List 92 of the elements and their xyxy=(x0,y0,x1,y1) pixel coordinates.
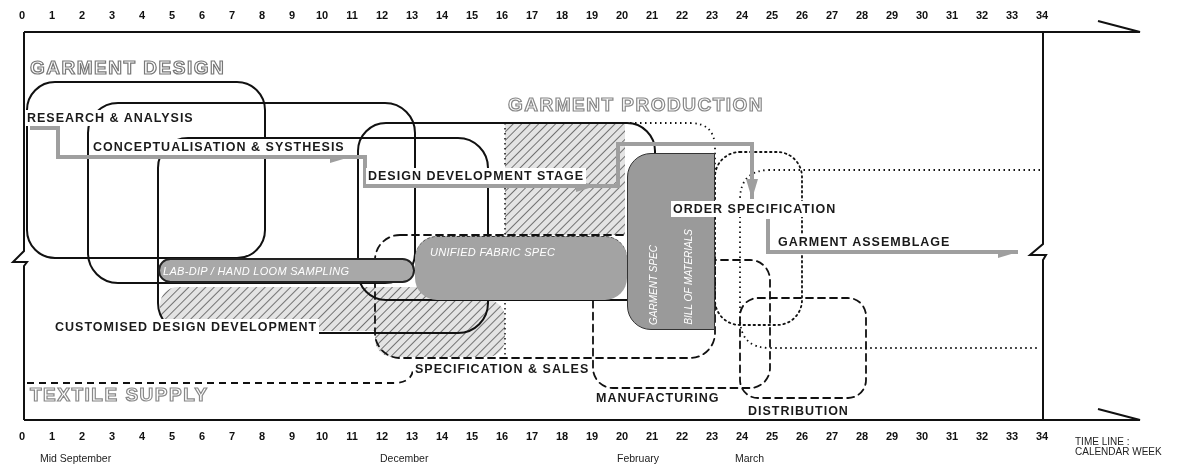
week-number: 33 xyxy=(1004,9,1020,21)
week-number: 5 xyxy=(167,430,177,442)
flow-arrow xyxy=(350,155,596,192)
week-number: 6 xyxy=(197,9,207,21)
week-number: 19 xyxy=(584,430,600,442)
week-number: 24 xyxy=(734,9,750,21)
week-number: 13 xyxy=(404,9,420,21)
flow-arrow xyxy=(596,142,758,199)
flow-arrow xyxy=(766,219,1018,258)
week-number: 29 xyxy=(884,9,900,21)
month-label: Mid September xyxy=(40,452,112,464)
week-number: 1 xyxy=(47,9,57,21)
week-number: 14 xyxy=(434,9,450,21)
week-number: 16 xyxy=(494,9,510,21)
axis-title: TIME LINE : CALENDAR WEEK xyxy=(1075,437,1163,457)
week-number: 17 xyxy=(524,430,540,442)
section-heading: TEXTILE SUPPLY xyxy=(30,384,209,406)
week-number: 4 xyxy=(137,9,147,21)
week-number: 34 xyxy=(1034,9,1050,21)
week-number: 10 xyxy=(314,430,330,442)
week-number: 21 xyxy=(644,9,660,21)
week-number: 11 xyxy=(345,430,359,442)
week-number: 29 xyxy=(884,430,900,442)
week-number: 22 xyxy=(674,9,690,21)
week-number: 24 xyxy=(734,430,750,442)
week-number: 31 xyxy=(944,430,960,442)
week-number: 6 xyxy=(197,430,207,442)
week-number: 15 xyxy=(464,430,480,442)
week-number: 4 xyxy=(137,430,147,442)
week-number: 9 xyxy=(287,430,297,442)
week-number: 8 xyxy=(257,430,267,442)
week-number: 26 xyxy=(794,9,810,21)
week-number: 32 xyxy=(974,9,990,21)
week-number: 23 xyxy=(704,9,720,21)
week-number: 27 xyxy=(824,430,840,442)
week-number: 0 xyxy=(17,430,27,442)
week-number: 20 xyxy=(614,430,630,442)
box-label: LAB-DIP / HAND LOOM SAMPLING xyxy=(163,264,350,277)
stage-label: DESIGN DEVELOPMENT STAGE xyxy=(366,168,587,184)
week-number: 2 xyxy=(77,430,87,442)
week-number: 14 xyxy=(434,430,450,442)
week-number: 3 xyxy=(107,430,117,442)
week-number: 3 xyxy=(107,9,117,21)
month-label: December xyxy=(380,452,429,464)
week-number: 16 xyxy=(494,430,510,442)
week-number: 19 xyxy=(584,9,600,21)
week-number: 11 xyxy=(345,9,359,21)
week-number: 18 xyxy=(554,9,570,21)
week-number: 31 xyxy=(944,9,960,21)
week-number: 21 xyxy=(644,430,660,442)
week-number: 28 xyxy=(854,430,870,442)
section-heading: GARMENT DESIGN xyxy=(30,57,226,79)
week-number: 32 xyxy=(974,430,990,442)
week-number: 17 xyxy=(524,9,540,21)
week-number: 30 xyxy=(914,9,930,21)
box-label: UNIFIED FABRIC SPEC xyxy=(430,246,556,258)
week-number: 7 xyxy=(227,430,237,442)
month-label: February xyxy=(617,452,659,464)
week-number: 33 xyxy=(1004,430,1020,442)
box-label: GARMENT SPEC xyxy=(648,245,659,325)
week-number: 22 xyxy=(674,430,690,442)
week-number: 27 xyxy=(824,9,840,21)
week-number: 5 xyxy=(167,9,177,21)
week-number: 28 xyxy=(854,9,870,21)
week-number: 7 xyxy=(227,9,237,21)
week-number: 0 xyxy=(17,9,27,21)
stage-label: RESEARCH & ANALYSIS xyxy=(25,110,196,126)
stage-label: CUSTOMISED DESIGN DEVELOPMENT xyxy=(53,319,320,335)
week-number: 30 xyxy=(914,430,930,442)
month-label: March xyxy=(735,452,765,464)
week-number: 2 xyxy=(77,9,87,21)
stage-label: CONCEPTUALISATION & SYSTHESIS xyxy=(91,139,347,155)
week-number: 25 xyxy=(764,9,780,21)
box-label: BILL OF MATERIALS xyxy=(683,229,694,325)
week-number: 25 xyxy=(764,430,780,442)
week-number: 34 xyxy=(1034,430,1050,442)
week-number: 23 xyxy=(704,430,720,442)
week-number: 12 xyxy=(374,430,390,442)
week-number: 12 xyxy=(374,9,390,21)
week-number: 26 xyxy=(794,430,810,442)
process-box xyxy=(158,258,415,283)
section-heading: GARMENT PRODUCTION xyxy=(508,94,765,116)
week-number: 10 xyxy=(314,9,330,21)
week-number: 8 xyxy=(257,9,267,21)
week-number: 13 xyxy=(404,430,420,442)
week-number: 9 xyxy=(287,9,297,21)
week-number: 15 xyxy=(464,9,480,21)
process-box xyxy=(415,236,627,300)
week-number: 20 xyxy=(614,9,630,21)
flow-arrow xyxy=(30,126,350,163)
week-number: 1 xyxy=(47,430,57,442)
week-number: 18 xyxy=(554,430,570,442)
